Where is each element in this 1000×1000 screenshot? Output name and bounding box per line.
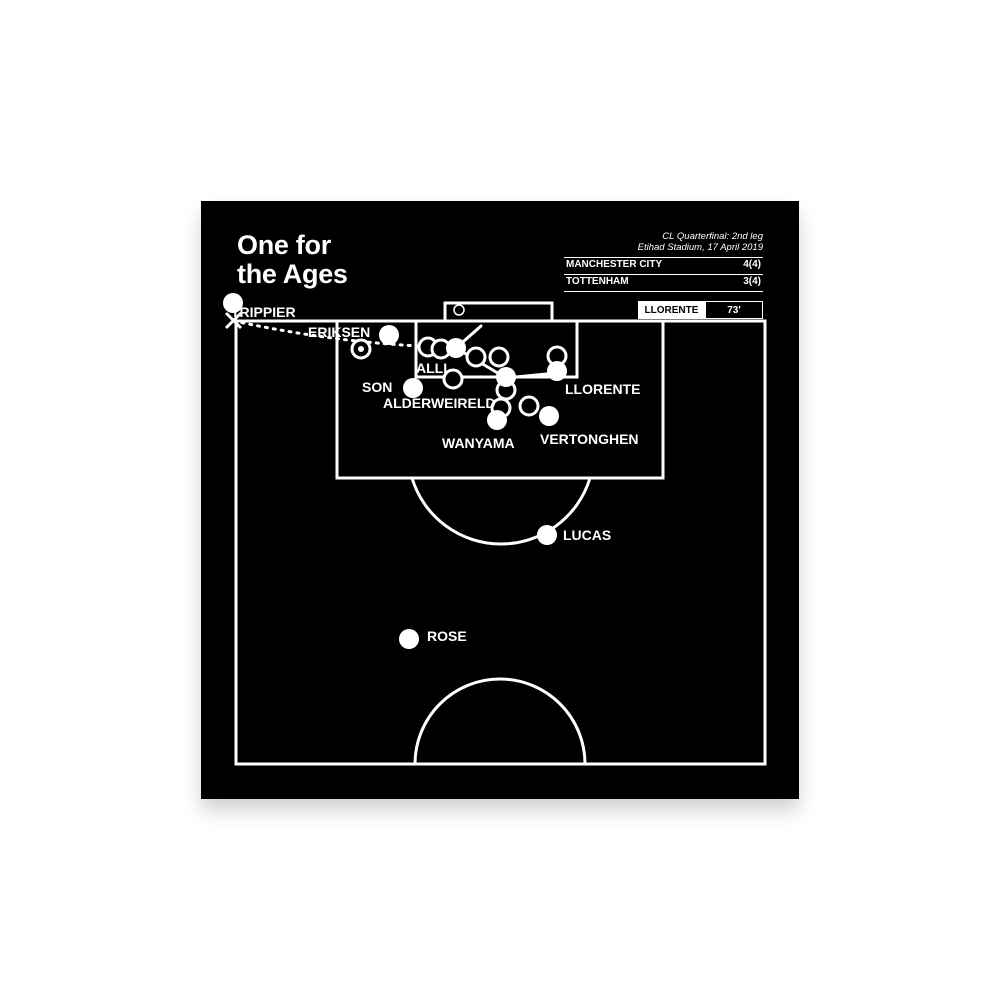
opponent-marker (442, 368, 464, 390)
match-info: CL Quarterfinal: 2nd leg Etihad Stadium,… (638, 231, 763, 253)
opponent-marker (488, 346, 510, 368)
eriksen-ball-dot (358, 346, 364, 352)
player-marker-wanyama (496, 367, 516, 387)
player-marker-lucas (537, 525, 557, 545)
score-table: MANCHESTER CITY 4(4) TOTTENHAM 3(4) (564, 257, 763, 292)
goal (443, 301, 554, 323)
scorer-name: LLORENTE (638, 301, 705, 319)
player-marker-llorente (547, 361, 567, 381)
opponent-marker (465, 346, 487, 368)
label-lucas: LUCAS (563, 527, 611, 543)
label-vertonghen: VERTONGHEN (540, 431, 639, 447)
label-trippier: TRIPPIER (231, 304, 296, 320)
score-row-away: TOTTENHAM 3(4) (564, 274, 763, 292)
scorer-box: LLORENTE 73' (638, 301, 763, 319)
player-marker-rose (399, 629, 419, 649)
player-marker-eriksen (379, 325, 399, 345)
label-alderweireld: ALDERWEIRELD (383, 395, 496, 411)
player-marker-alli (446, 338, 466, 358)
home-team-score: 4(4) (743, 259, 761, 270)
player-marker-vertonghen (539, 406, 559, 426)
title-line-1: One for (237, 230, 331, 260)
player-marker-trippier (223, 293, 243, 313)
center-circle (413, 677, 587, 765)
score-row-home: MANCHESTER CITY 4(4) (564, 257, 763, 274)
poster: One for the Ages CL Quarterfinal: 2nd le… (201, 201, 799, 799)
penalty-arc (410, 477, 592, 546)
player-marker-alderweireld (487, 410, 507, 430)
away-team-name: TOTTENHAM (566, 276, 629, 287)
player-marker-son (403, 378, 423, 398)
scorer-minute: 73' (705, 301, 763, 319)
opponent-marker (518, 395, 540, 417)
home-team-name: MANCHESTER CITY (566, 259, 663, 270)
label-llorente: LLORENTE (565, 381, 640, 397)
corner-x-marker (224, 311, 243, 330)
ball-icon (453, 304, 465, 316)
pitch-diagram: TRIPPIER ERIKSEN SON ALLI ALDERWEIRELD L… (223, 293, 767, 766)
label-rose: ROSE (427, 628, 467, 644)
poster-title: One for the Ages (237, 231, 348, 289)
label-eriksen: ERIKSEN (308, 324, 370, 340)
away-team-score: 3(4) (743, 276, 761, 287)
title-line-2: the Ages (237, 259, 348, 289)
label-alli: ALLI (416, 360, 447, 376)
label-wanyama: WANYAMA (442, 435, 515, 451)
competition-label: CL Quarterfinal: 2nd leg (662, 231, 763, 242)
label-son: SON (362, 379, 392, 395)
venue-date-label: Etihad Stadium, 17 April 2019 (637, 242, 763, 253)
